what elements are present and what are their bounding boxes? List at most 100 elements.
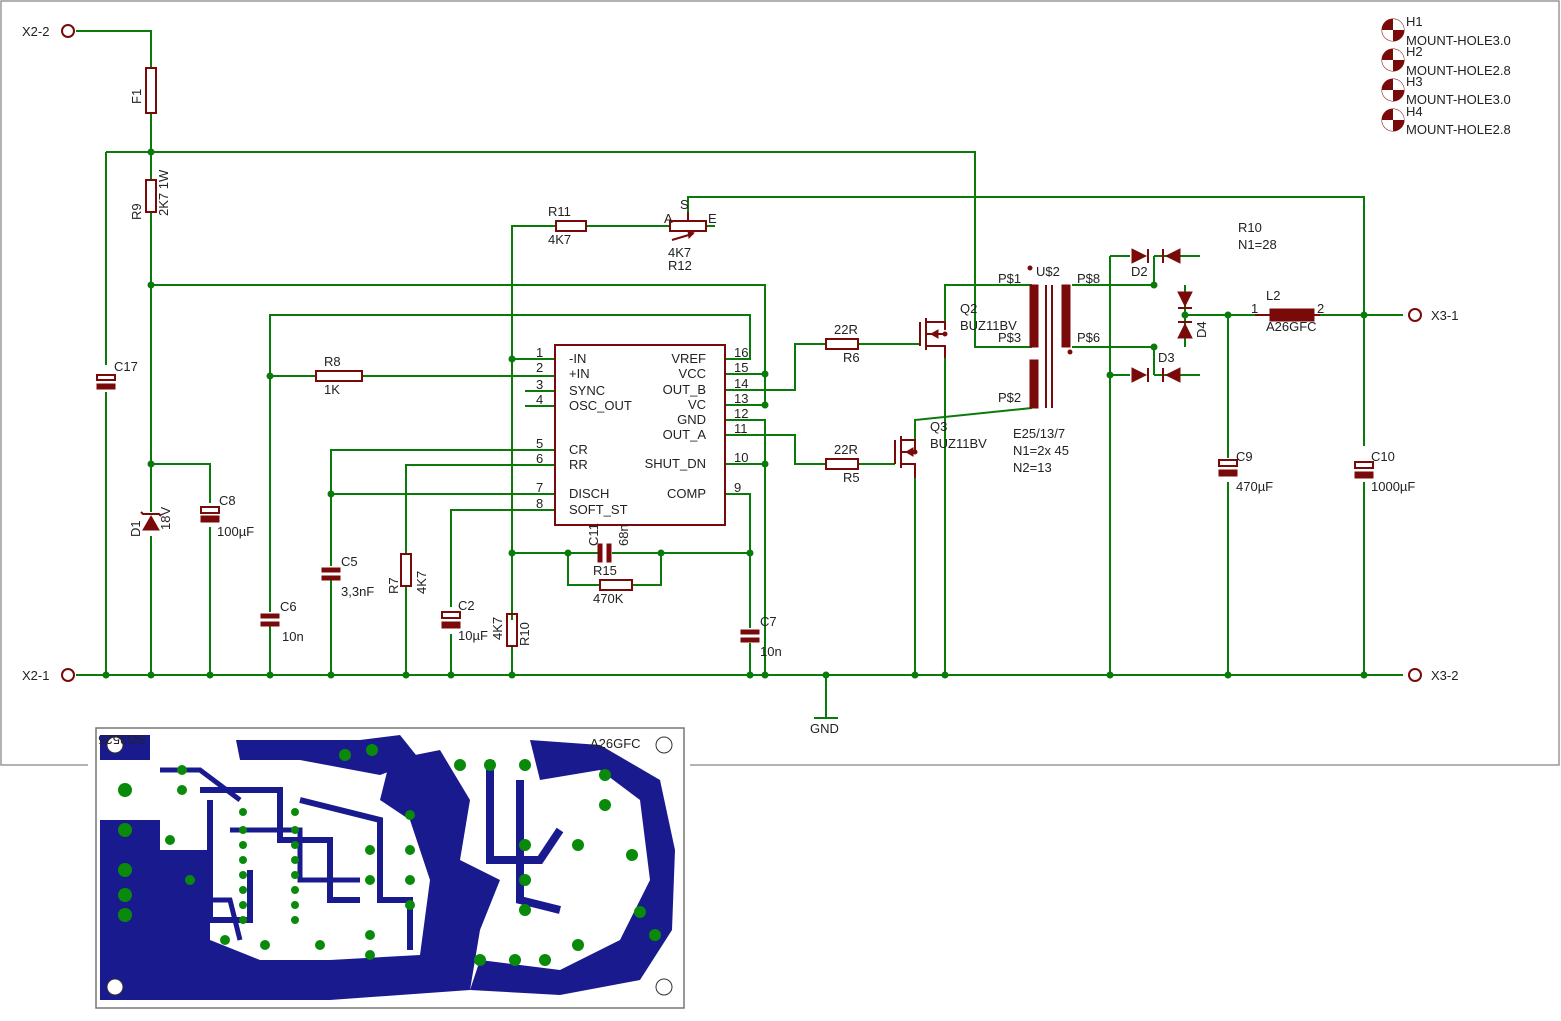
label-r12: R12 (668, 258, 692, 273)
label-x3-1: X3-1 (1431, 308, 1458, 323)
mh1-value: MOUNT-HOLE3.0 (1406, 33, 1511, 48)
pcb-mount-holes (106, 736, 673, 996)
mh4-name: H4 (1406, 104, 1423, 119)
label-r6: R6 (843, 350, 860, 365)
label-d2: D2 (1131, 264, 1148, 279)
label-r7: R7 (386, 577, 401, 594)
components (96, 67, 1374, 647)
ic-pin-num: 16 (734, 345, 748, 360)
label-tr-n1: N1=2x 45 (1013, 443, 1069, 458)
label-r11: R11 (548, 204, 571, 219)
label-c2: C2 (458, 598, 475, 613)
label-c7-val: 10n (760, 644, 782, 659)
label-r10b: R10 (517, 622, 532, 646)
pcb-layout: SG3525 A26GFC (95, 727, 685, 1009)
label-l2: L2 (1266, 288, 1280, 303)
label-r15-val: 470K (593, 591, 624, 606)
ic-pin-num: 8 (536, 496, 543, 511)
label-c9-val: 470µF (1236, 479, 1273, 494)
label-r9: R9 (129, 203, 144, 220)
ic-pin-num: 9 (734, 480, 741, 495)
ic-pin-name: OUT_A (663, 427, 707, 442)
label-c2-val: 10µF (458, 628, 488, 643)
connector-symbols (61, 24, 1422, 719)
mh2-name: H2 (1406, 44, 1423, 59)
label-c17: C17 (114, 359, 138, 374)
mh3-name: H3 (1406, 74, 1423, 89)
label-c11: C11 (586, 523, 601, 546)
mh1-name: H1 (1406, 14, 1423, 29)
label-r15: R15 (593, 563, 617, 578)
mount-hole-icons (1381, 18, 1405, 132)
ic-pin-name: VCC (679, 366, 706, 381)
label-l2-pin2: 2 (1317, 301, 1324, 316)
label-q2: Q2 (960, 301, 977, 316)
label-c6: C6 (280, 599, 297, 614)
ic-pin-num: 4 (536, 392, 543, 407)
label-r8-val: 1K (324, 382, 340, 397)
label-f1: F1 (129, 89, 144, 104)
ic-pin-name: VREF (671, 351, 706, 366)
label-r12-val: 4K7 (668, 245, 691, 260)
label-p1: P$1 (998, 271, 1021, 286)
ic-pin-num: 10 (734, 450, 748, 465)
label-p2: P$2 (998, 390, 1021, 405)
label-gnd: GND (810, 721, 839, 736)
ic-pin-name: +IN (569, 366, 590, 381)
label-q3-val: BUZ11BV (930, 436, 987, 451)
label-p3: P$3 (998, 330, 1021, 345)
label-c10-val: 1000µF (1371, 479, 1415, 494)
label-x2-2: X2-2 (22, 24, 49, 39)
ic-pin-name: SYNC (569, 383, 605, 398)
ic-pin-num: 12 (734, 406, 748, 421)
label-c11-val: 68n (616, 524, 631, 546)
ic-pin-name: SOFT_ST (569, 502, 628, 517)
ic-pin-num: 6 (536, 451, 543, 466)
label-c7: C7 (760, 614, 777, 629)
junctions (102, 148, 1368, 679)
ic-pin-name: RR (569, 457, 588, 472)
label-r12-e: E (708, 211, 717, 226)
ic-pin-num: 15 (734, 360, 748, 375)
label-r5: R5 (843, 470, 860, 485)
label-r7-val: 4K7 (414, 571, 429, 594)
ic-pin-num: 13 (734, 391, 748, 406)
label-c6-val: 10n (282, 629, 304, 644)
pcb-chip-label: SG3525 (98, 732, 146, 747)
label-l2-val: A26GFC (1266, 319, 1317, 334)
ic-pin-name: OUT_B (663, 382, 706, 397)
pcb-inductor-label: A26GFC (590, 736, 641, 751)
ic-pin-num: 2 (536, 360, 543, 375)
labels: X2-2 X2-1 X3-1 X3-2 GND H1 MOUNT-HOLE3.0… (22, 14, 1511, 736)
sheet-frame (0, 0, 1560, 766)
label-d1: D1 (128, 520, 143, 537)
ic-pin-num: 3 (536, 377, 543, 392)
ic-pin-num: 11 (734, 421, 748, 436)
mh2-value: MOUNT-HOLE2.8 (1406, 63, 1511, 78)
label-l2-pin1: 1 (1251, 301, 1258, 316)
label-d1-val: 18V (158, 507, 173, 530)
label-r6-val: 22R (834, 322, 858, 337)
label-r8: R8 (324, 354, 341, 369)
ic-pin-num: 14 (734, 376, 748, 391)
label-c5-val: 3,3nF (341, 584, 374, 599)
wires (76, 30, 1403, 718)
ic-pin-name: -IN (569, 351, 586, 366)
label-r10b-val: 4K7 (490, 617, 505, 640)
label-c5: C5 (341, 554, 358, 569)
ic-pin-name: COMP (667, 486, 706, 501)
ic-pin-name: GND (677, 412, 706, 427)
ic-pin-num: 1 (536, 345, 543, 360)
label-r12-a: A (664, 211, 673, 226)
label-r10-note: R10 (1238, 220, 1262, 235)
label-tr-core: E25/13/7 (1013, 426, 1065, 441)
label-x3-2: X3-2 (1431, 668, 1458, 683)
label-r10-note-n: N1=28 (1238, 237, 1277, 252)
label-tr-n2: N2=13 (1013, 460, 1052, 475)
label-c8-val: 100µF (217, 524, 254, 539)
label-r9-val: 2K7 1W (156, 169, 171, 216)
label-d3: D3 (1158, 350, 1175, 365)
ic-pin-num: 7 (536, 480, 543, 495)
label-r12-s: S (680, 197, 689, 212)
